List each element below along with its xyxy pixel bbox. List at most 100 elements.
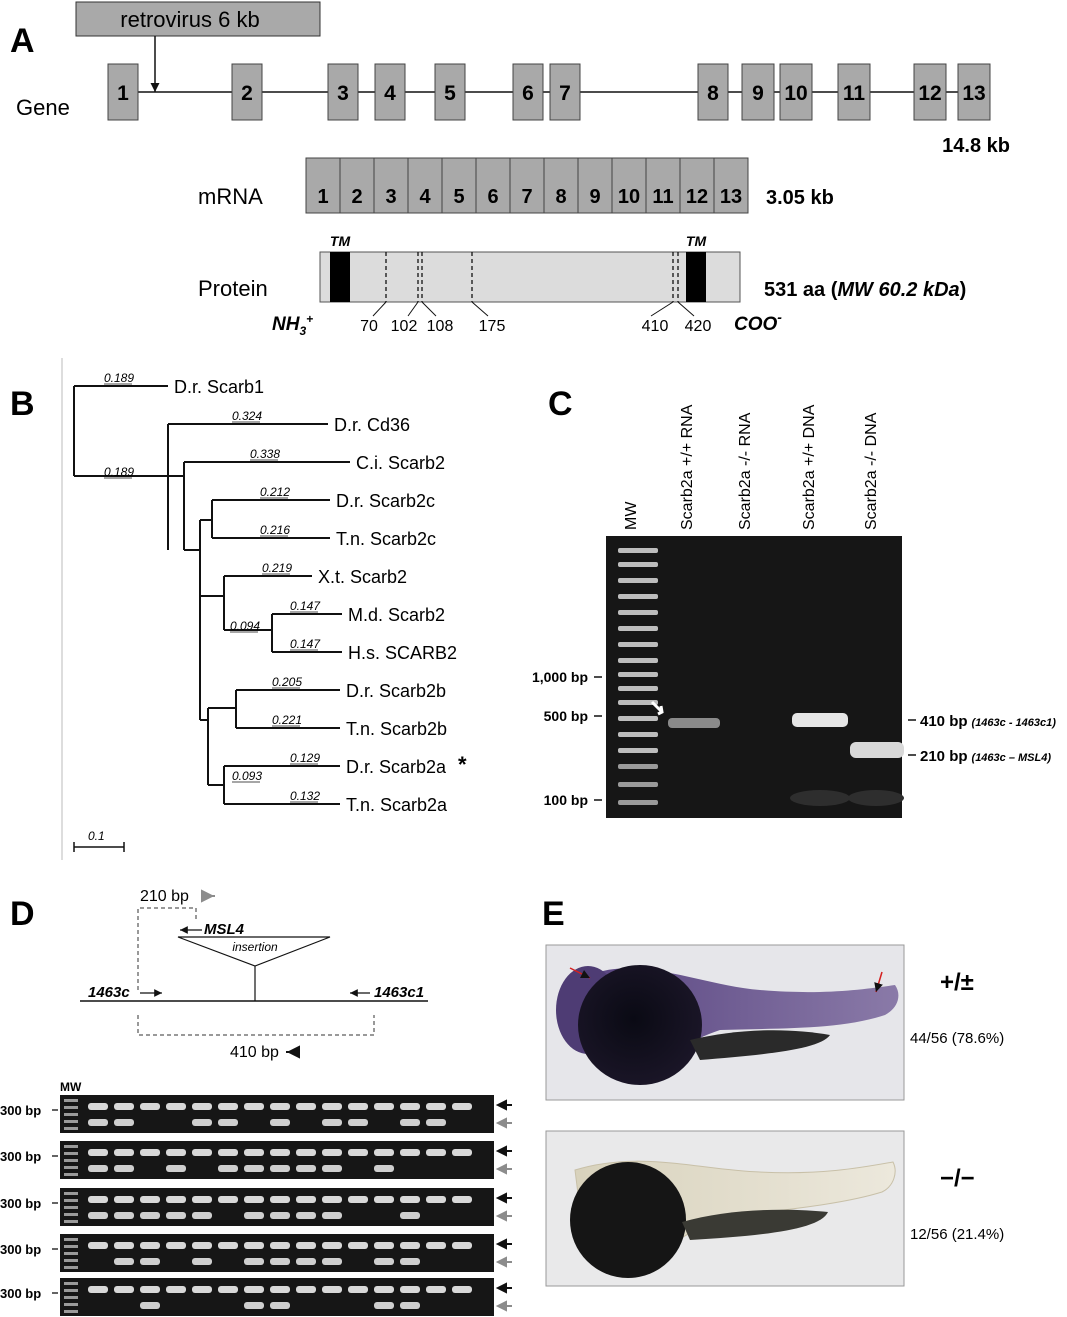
gel-d-band-upper (452, 1196, 472, 1203)
gel-c-ladder-band (618, 782, 658, 787)
gene-exon (741, 63, 775, 121)
gene-exon-label: 2 (241, 82, 253, 105)
tm-label-1: TM (330, 233, 351, 249)
gel-d-band-upper (426, 1286, 446, 1293)
branch-length-label: 0.219 (262, 561, 292, 575)
gel-c-ladder-band (618, 672, 658, 677)
gel-d-band-upper (426, 1149, 446, 1156)
gel-d-band-lower (270, 1212, 290, 1219)
gel-d-band-upper (244, 1103, 264, 1110)
gel-d-band-lower (270, 1119, 290, 1126)
gel-c-ladder (618, 548, 658, 805)
gel-d-ladder-band (64, 1120, 78, 1123)
gel-d-band-lower (374, 1258, 394, 1265)
gene-exon (434, 63, 466, 121)
gel-d-row-label: 300 bp (0, 1242, 41, 1257)
band-label-410: 410 bp(1463c - 1463c1) (920, 713, 1056, 730)
gene-size: 14.8 kb (942, 135, 1010, 157)
gel-c-ladder-band (618, 748, 658, 753)
amplicon-label-410: 410 bp (230, 1044, 279, 1061)
mrna-exon (407, 157, 443, 214)
mrna-exon (305, 157, 341, 214)
gel-d-band-upper (114, 1242, 134, 1249)
glyco-site-leader (650, 301, 674, 317)
tree-taxon: D.r. Scarb2b (346, 681, 446, 701)
gel-d-band-upper (244, 1196, 264, 1203)
mrna-exon-label: 2 (351, 186, 362, 208)
gel-c-ladder-band (618, 610, 658, 615)
gel-d-band-upper (218, 1103, 238, 1110)
gel-d-band-upper (270, 1149, 290, 1156)
gel-d-band-upper (296, 1149, 316, 1156)
gel-d-band-upper (374, 1286, 394, 1293)
mrna-exon (679, 157, 715, 214)
gel-d-ladder-band (64, 1099, 78, 1102)
gel-d-band-lower (114, 1258, 134, 1265)
gel-d-ladder-band (64, 1220, 78, 1223)
amplicon-210-bracket (137, 907, 197, 990)
gel-d-ladder-band (64, 1152, 78, 1155)
black-arrow-icon (495, 1282, 512, 1294)
protein-bar (319, 251, 741, 303)
gel-d-row-label: 300 bp (0, 1103, 41, 1118)
gene-exon-label: 8 (707, 82, 719, 105)
gel-c-ladder-band (618, 732, 658, 737)
gel-d-band-upper (348, 1196, 368, 1203)
glyco-site-leader (421, 301, 437, 317)
gel-d-band-upper (322, 1103, 342, 1110)
tm-domain-1 (330, 252, 350, 302)
gel-d-band-lower (270, 1165, 290, 1172)
branch-length-label: 0.212 (260, 485, 290, 499)
panel-letter-c: C (548, 385, 573, 423)
gel-d-ladder-band (64, 1127, 78, 1130)
gray-arrow-icon (495, 1300, 512, 1312)
gel-c-ladder-band (618, 594, 658, 599)
gel-d-band-lower (244, 1212, 264, 1219)
mrna-exon-label: 7 (521, 186, 532, 208)
primer-r-label: 1463c1 (374, 984, 424, 1001)
mrna-exon-label: 13 (720, 186, 742, 208)
gene-exon-label: 11 (843, 82, 866, 105)
gel-c-white-arrow (650, 700, 664, 716)
gel-d-band-lower (192, 1119, 212, 1126)
mrna-exon (577, 157, 613, 214)
gene-exon (107, 63, 139, 121)
gel-d-band-upper (400, 1286, 420, 1293)
protein-label: Protein (198, 276, 268, 301)
gel-d-row (60, 1141, 494, 1179)
mrna-exon-label: 9 (589, 186, 600, 208)
gel-d-ladder-band (64, 1166, 78, 1169)
branch-length-label: 0.205 (272, 675, 302, 689)
gel-d-band-lower (192, 1258, 212, 1265)
gel-d-ladder-band (64, 1289, 78, 1292)
gel-c-ladder-band (618, 642, 658, 647)
gel-c-band-dna-ko (850, 742, 904, 758)
branch-length-label: 0.189 (104, 371, 134, 385)
ratio-wt: 44/56 (78.6%) (910, 1030, 1004, 1047)
gel-c-lane-label: Scarb2a +/+ RNA (679, 404, 696, 530)
gel-d-band-lower (322, 1212, 342, 1219)
gel-d-band-lower (322, 1258, 342, 1265)
gel-d-band-upper (296, 1242, 316, 1249)
gel-d-band-lower (218, 1119, 238, 1126)
gene-exon-label: 4 (384, 82, 396, 105)
gel-d-band-upper (322, 1242, 342, 1249)
mrna-exon (611, 157, 647, 214)
scale-label: 0.1 (88, 829, 105, 843)
gel-d-row-label: 300 bp (0, 1286, 41, 1301)
branch-length-label: 0.093 (232, 769, 262, 783)
gel-c-lane-label: MW (623, 501, 640, 530)
gel-c-lane-label: Scarb2a +/+ DNA (801, 404, 818, 530)
tree-taxon: T.n. Scarb2c (336, 529, 436, 549)
gel-d-band-upper (452, 1242, 472, 1249)
gel-d-band-upper (140, 1149, 160, 1156)
gel-d-band-upper (452, 1286, 472, 1293)
branch-length-label: 0.221 (272, 713, 302, 727)
gel-d-band-upper (322, 1196, 342, 1203)
gel-d-band-lower (244, 1302, 264, 1309)
gel-d-band-upper (374, 1196, 394, 1203)
gene-exon (374, 63, 406, 121)
tree-taxon: T.n. Scarb2a (346, 795, 448, 815)
